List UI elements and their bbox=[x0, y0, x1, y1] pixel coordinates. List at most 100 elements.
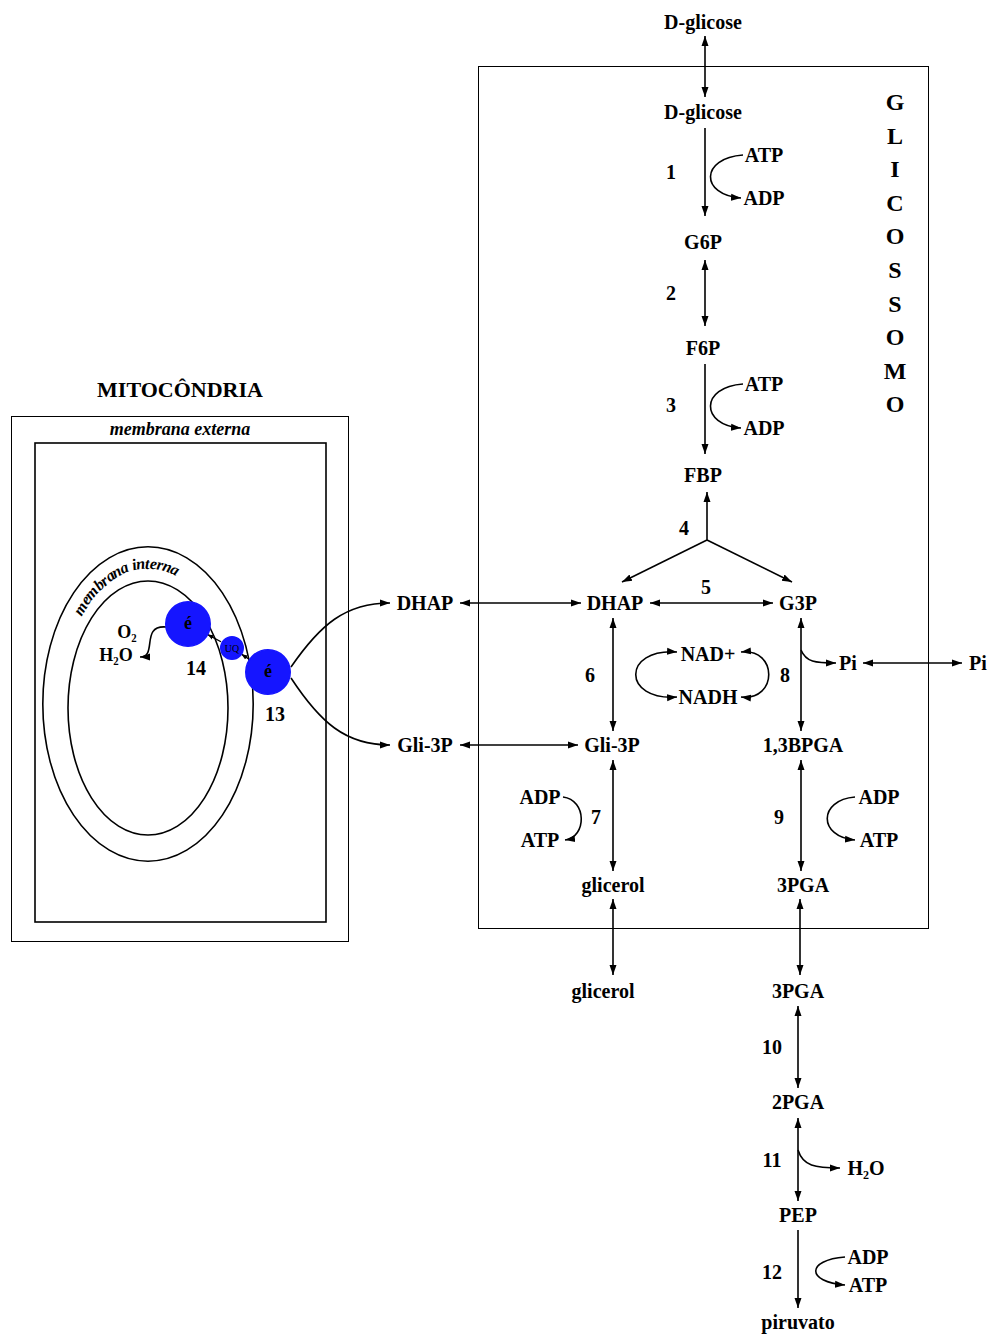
transport-arrow bbox=[799, 899, 801, 975]
cofactor-label: H₂O bbox=[99, 646, 132, 666]
electron-transfer-arrow bbox=[208, 635, 221, 642]
metabolite-label: PEP bbox=[779, 1204, 817, 1226]
metabolite-label: G3P bbox=[779, 592, 817, 614]
reaction-arrow bbox=[706, 492, 708, 540]
step-number: 11 bbox=[763, 1149, 782, 1171]
step-number: 10 bbox=[762, 1036, 782, 1058]
cofactor-arrow bbox=[801, 650, 836, 663]
step-number: 8 bbox=[780, 664, 790, 686]
step-number: 3 bbox=[666, 394, 676, 416]
callout-number: 14 bbox=[186, 657, 206, 679]
complex-circle: é bbox=[245, 649, 291, 695]
reaction-arrow bbox=[704, 364, 706, 454]
cofactor-label: NAD+ bbox=[681, 643, 736, 665]
metabolite-label: 1,3BPGA bbox=[763, 734, 844, 756]
inner-membrane-ellipse: éUQémembrana interna bbox=[42, 546, 254, 862]
reaction-arrow bbox=[291, 603, 390, 667]
reaction-arrow bbox=[797, 1230, 799, 1308]
reaction-arrow bbox=[797, 1006, 799, 1088]
metabolite-label: D-glicose bbox=[664, 101, 742, 123]
step-number: 2 bbox=[666, 282, 676, 304]
cofactor-label: H₂O bbox=[847, 1157, 884, 1179]
intermembrane-outline bbox=[35, 443, 326, 922]
inner-membrane-ellipse-outline bbox=[42, 546, 254, 862]
ubiquinone-circle-shape bbox=[220, 636, 242, 658]
cofactor-label: ATP bbox=[745, 373, 784, 395]
cofactor-arrow bbox=[563, 797, 581, 840]
metabolite-label: glicerol bbox=[582, 874, 645, 896]
metabolite-label: 2PGA bbox=[772, 1091, 824, 1113]
ubiquinone-circle: UQ bbox=[220, 636, 244, 660]
reaction-arrow bbox=[612, 618, 614, 731]
mitochondrion-box: éUQémembrana internaMITOCÔNDRIAmembrana … bbox=[11, 416, 349, 942]
metabolite-label: DHAP bbox=[397, 592, 454, 614]
step-number: 7 bbox=[591, 806, 601, 828]
inner-membrane-ellipse-shape bbox=[42, 546, 252, 860]
cofactor-arrow bbox=[827, 797, 855, 840]
complex-circle-shape bbox=[245, 649, 289, 693]
reaction-arrow bbox=[797, 1118, 799, 1201]
cofactor-label: ADP bbox=[743, 187, 784, 209]
metabolite-label: glicerol bbox=[572, 980, 635, 1002]
callout-number: 13 bbox=[265, 703, 285, 725]
cofactor-label: ATP bbox=[521, 829, 560, 851]
reaction-arrow bbox=[650, 602, 773, 604]
membrane-label: membrana externa bbox=[110, 420, 251, 440]
cofactor-label: Pi bbox=[969, 652, 987, 674]
cofactor-arrow bbox=[741, 652, 769, 697]
matrix-ellipse bbox=[68, 581, 228, 835]
metabolite-label: FBP bbox=[684, 464, 722, 486]
reaction-arrow bbox=[704, 260, 706, 326]
step-number: 4 bbox=[679, 517, 689, 539]
organelle-title: GLICOSSOMO bbox=[883, 86, 907, 422]
metabolite-label: Gli-3P bbox=[397, 734, 453, 756]
cofactor-label: Pi bbox=[839, 652, 857, 674]
metabolite-label: DHAP bbox=[587, 592, 644, 614]
cofactor-label: ADP bbox=[519, 786, 560, 808]
step-number: 12 bbox=[762, 1261, 782, 1283]
transport-arrow bbox=[612, 899, 614, 975]
reaction-arrow bbox=[140, 627, 166, 657]
cofactor-label: ADP bbox=[847, 1246, 888, 1268]
membrane-label: membrana interna bbox=[71, 555, 184, 617]
transport-arrow bbox=[863, 662, 962, 664]
metabolite-label: 3PGA bbox=[777, 874, 829, 896]
cofactor-arrow bbox=[636, 652, 677, 697]
metabolite-label: piruvato bbox=[761, 1311, 834, 1333]
metabolite-label: F6P bbox=[686, 337, 720, 359]
complex-circle-shape bbox=[165, 601, 209, 645]
reaction-arrow bbox=[612, 760, 614, 871]
complex-circle: é bbox=[165, 601, 211, 647]
electron-label: é bbox=[264, 662, 272, 682]
reaction-arrow bbox=[800, 618, 802, 731]
organelle-title: MITOCÔNDRIA bbox=[97, 378, 263, 402]
cofactor-label: ADP bbox=[743, 417, 784, 439]
step-number: 9 bbox=[774, 806, 784, 828]
cofactor-label: ATP bbox=[860, 829, 899, 851]
reaction-arrow bbox=[622, 540, 707, 582]
metabolite-label: D-glicose bbox=[664, 11, 742, 33]
metabolite-label: Gli-3P bbox=[584, 734, 640, 756]
cofactor-label: ADP bbox=[858, 786, 899, 808]
membrane-letter: n bbox=[135, 555, 146, 574]
reaction-arrow bbox=[704, 128, 706, 216]
ubiquinone-label: UQ bbox=[225, 643, 239, 654]
reaction-arrow bbox=[291, 678, 390, 745]
cofactor-arrow bbox=[816, 1257, 845, 1285]
metabolite-label: G6P bbox=[684, 231, 722, 253]
reaction-arrow bbox=[707, 540, 792, 582]
cofactor-arrow bbox=[710, 384, 743, 428]
metabolite-label: 3PGA bbox=[772, 980, 824, 1002]
cofactor-label: ATP bbox=[849, 1274, 888, 1296]
step-number: 1 bbox=[666, 161, 676, 183]
electron-label: é bbox=[184, 614, 192, 634]
cofactor-label: ATP bbox=[745, 144, 784, 166]
cofactor-label: NADH bbox=[679, 686, 738, 708]
reaction-arrow bbox=[800, 760, 802, 871]
step-number: 6 bbox=[585, 664, 595, 686]
step-number: 5 bbox=[701, 576, 711, 598]
cofactor-label: O₂ bbox=[117, 623, 136, 643]
cofactor-arrow bbox=[798, 1150, 840, 1168]
cofactor-arrow bbox=[710, 155, 743, 198]
